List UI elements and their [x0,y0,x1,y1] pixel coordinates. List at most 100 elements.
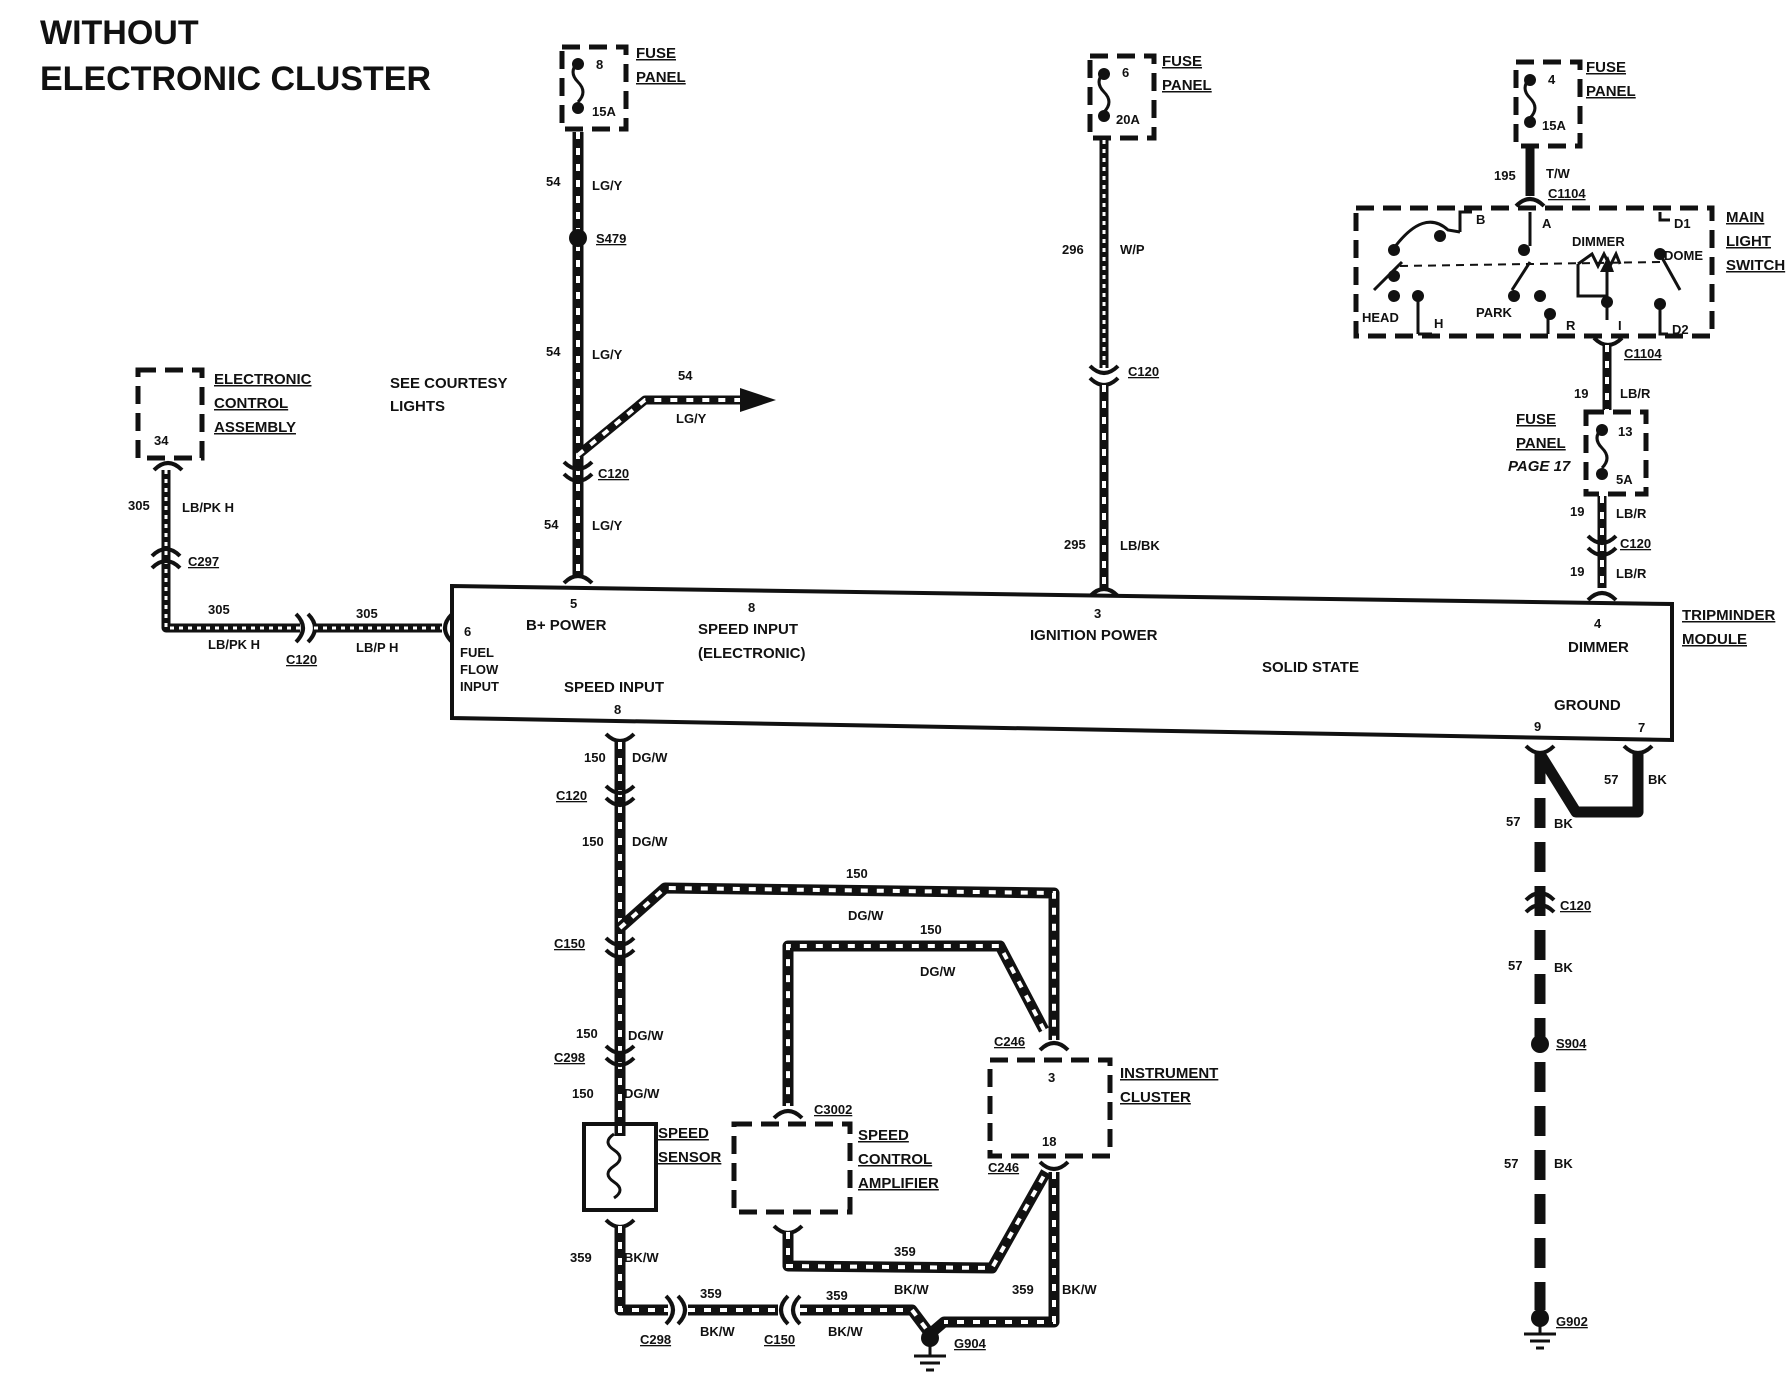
terminal-h: H [1434,316,1443,331]
connector-symbol [1088,364,1120,387]
connector-label: C120 [1128,364,1159,379]
wire-circuit: 359 [570,1250,592,1265]
cluster-pin: 18 [1042,1134,1056,1149]
wire-color: DG/W [848,908,884,923]
switch-contact [1658,304,1668,336]
switch-contact [1458,210,1472,232]
fuse-number: 6 [1122,65,1129,80]
pin-8-top: 8 [748,600,755,615]
fuse-number: 13 [1618,424,1632,439]
terminal-b: B [1476,212,1485,227]
speed-input-label: SPEED INPUT [564,679,664,696]
wire-circuit: 295 [1064,537,1086,552]
fuse-amps: 15A [592,104,616,119]
wire-circuit: 296 [1062,242,1084,257]
mechanical-link [1399,261,1661,267]
b-power-label: B+ POWER [526,617,607,634]
wire-color: LB/P H [356,640,398,655]
pin-4: 4 [1594,616,1602,631]
connector-symbol [772,1224,804,1235]
fuel-flow-label: INPUT [460,679,499,694]
connector-symbol [772,1109,804,1120]
fuse-panel-label: FUSE [1516,411,1556,428]
switch-blade [1658,253,1682,291]
pin-5: 5 [570,596,577,611]
fuse-terminal [1596,424,1608,436]
pin-3: 3 [1094,606,1101,621]
connector-label: C120 [1560,898,1591,913]
wire-circuit: 54 [544,517,559,532]
speed-electronic-label: SPEED INPUT [698,621,798,638]
connector-label: C298 [640,1332,671,1347]
speed-amp-label: AMPLIFIER [858,1175,939,1192]
wire-color: LB/PK H [208,637,260,652]
pin-7: 7 [1638,720,1645,735]
connector-symbol [562,460,594,483]
speed-sensor: SPEED SENSOR [582,1122,722,1212]
connector-symbol [664,1294,687,1326]
wire-circuit: 150 [572,1086,594,1101]
connector-symbol [562,574,594,585]
ground-label: G902 [1556,1314,1588,1329]
wire-circuit: 57 [1508,958,1522,973]
wire-color: DG/W [920,964,956,979]
terminal-d1: D1 [1674,216,1691,231]
instrument-cluster: C246 3 18 INSTRUMENT CLUSTER C246 [987,1034,1218,1175]
ground-label: GROUND [1554,697,1621,714]
connector-symbol [1038,1160,1070,1171]
speed-sensor-box [582,1122,658,1212]
switch-contact [1416,296,1432,336]
connector-symbol [604,936,636,959]
contact-dot [1544,308,1556,320]
wire-color: DG/W [632,750,668,765]
wire-circuit: 150 [582,834,604,849]
fuse-panel-1-box [559,44,629,132]
wire-color: BK/W [828,1324,863,1339]
tripminder-solid-state: SOLID STATE [1262,659,1359,676]
connector-symbol [604,1044,636,1067]
connector-symbol [1586,591,1618,602]
fuse-panel-3: 4 15A FUSE PANEL 195 T/W C1104 [1494,59,1636,208]
ignition-power-label: IGNITION POWER [1030,627,1158,644]
contact-dot [1601,296,1613,308]
connector-label: C120 [1620,536,1651,551]
arrow-icon [740,388,776,412]
switch-label: SWITCH [1726,257,1785,274]
fuse-panel-4-box [1583,409,1649,497]
label-park: PARK [1476,305,1512,320]
fuse-panel-label: FUSE [1162,53,1202,70]
fuse-terminal [1524,116,1536,128]
speed-amp-box [731,1121,853,1215]
fuse-panel-label: PANEL [1162,77,1212,94]
fuse-number: 4 [1548,72,1556,87]
connector-label: C297 [188,554,219,569]
fuse-terminal [1098,110,1110,122]
circuit-305: 305 LB/PK H C297 305 LB/PK H C120 305 LB… [128,461,454,667]
eca-box [135,367,205,461]
wire-circuit: 54 [678,368,693,383]
circuit-296-295: 296 W/P C120 295 LB/BK [1062,140,1160,598]
connector-label: C1104 [1624,346,1662,361]
wire-color: LB/R [1616,506,1647,521]
dimmer-resistor [1577,250,1622,270]
wire-color: LG/Y [676,411,707,426]
tripminder-label: TRIPMINDER [1682,607,1776,624]
wire-circuit: 150 [920,922,942,937]
contact-dot [1434,230,1446,242]
wire-color: T/W [1546,166,1571,181]
wire-circuit: 54 [546,344,561,359]
terminal-r: R [1566,318,1576,333]
contact-dot [1534,290,1546,302]
wire-color: LB/BK [1120,538,1160,553]
wire-circuit: 150 [584,750,606,765]
connector-symbol [779,1294,802,1326]
wire-circuit: 54 [546,174,561,189]
contact-dot [1388,290,1400,302]
electronic-control-assembly: 34 ELECTRONIC CONTROL ASSEMBLY [135,367,312,461]
wire-color: BK [1554,816,1573,831]
wire-circuit: 150 [576,1026,598,1041]
terminal-a: A [1542,216,1552,231]
connector-label: C1104 [1548,186,1586,201]
wire-color: BK [1648,772,1667,787]
